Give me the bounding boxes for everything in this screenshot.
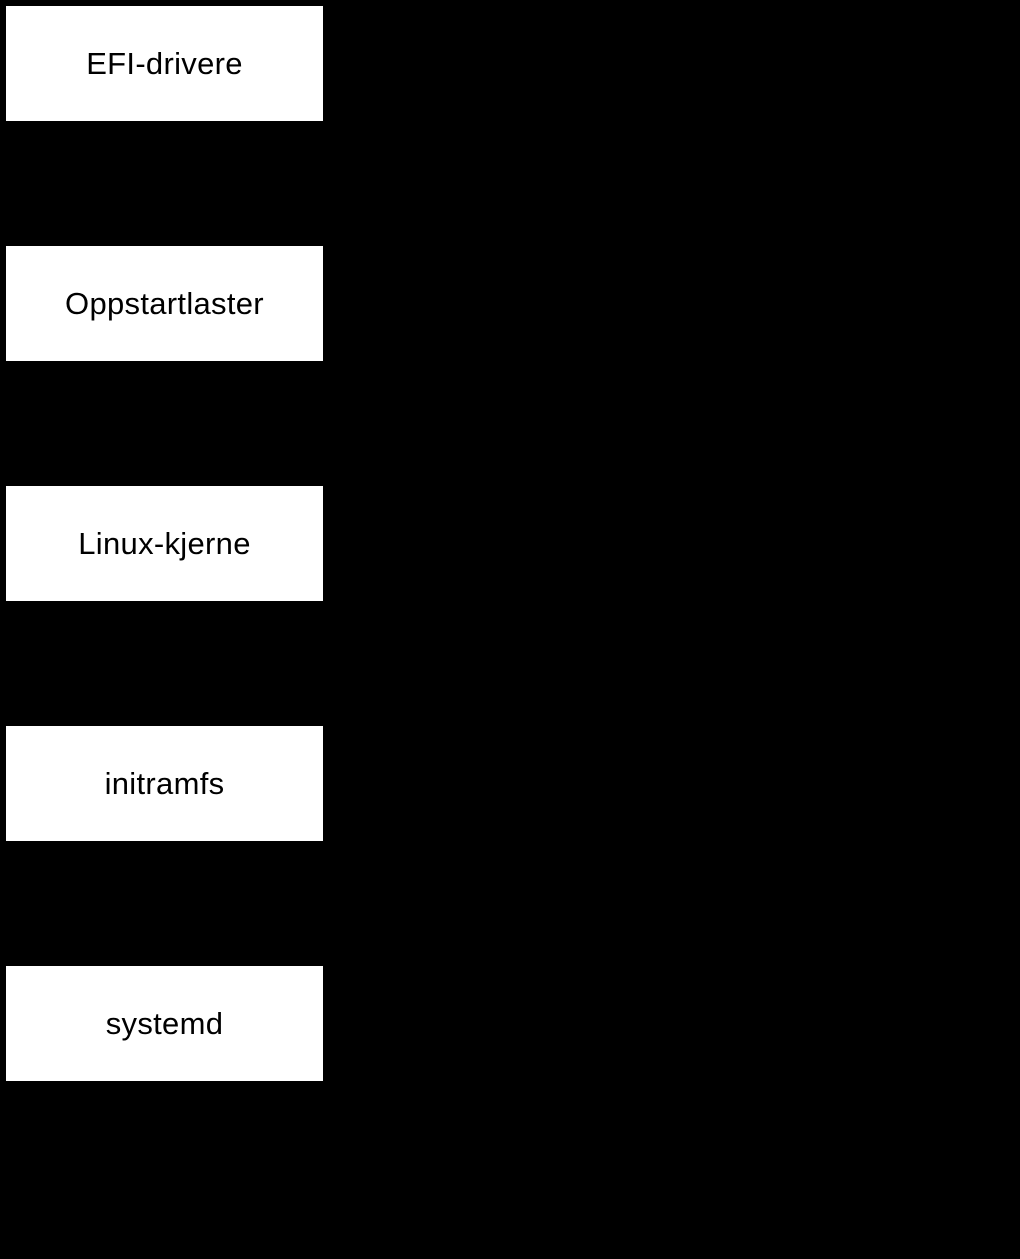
node-label: systemd <box>105 1005 224 1041</box>
node-label: initramfs <box>104 765 225 801</box>
boot-sequence-flowchart: EFI-drivere Oppstartlaster Linux-kjerne … <box>6 6 323 1081</box>
flowchart-node-efi-drivere: EFI-drivere <box>6 6 323 121</box>
flowchart-node-initramfs: initramfs <box>6 726 323 841</box>
node-label: EFI-drivere <box>86 45 243 81</box>
node-label: Linux-kjerne <box>78 525 251 561</box>
flowchart-node-oppstartlaster: Oppstartlaster <box>6 246 323 361</box>
flowchart-node-systemd: systemd <box>6 966 323 1081</box>
flowchart-node-linux-kjerne: Linux-kjerne <box>6 486 323 601</box>
node-label: Oppstartlaster <box>65 285 264 321</box>
